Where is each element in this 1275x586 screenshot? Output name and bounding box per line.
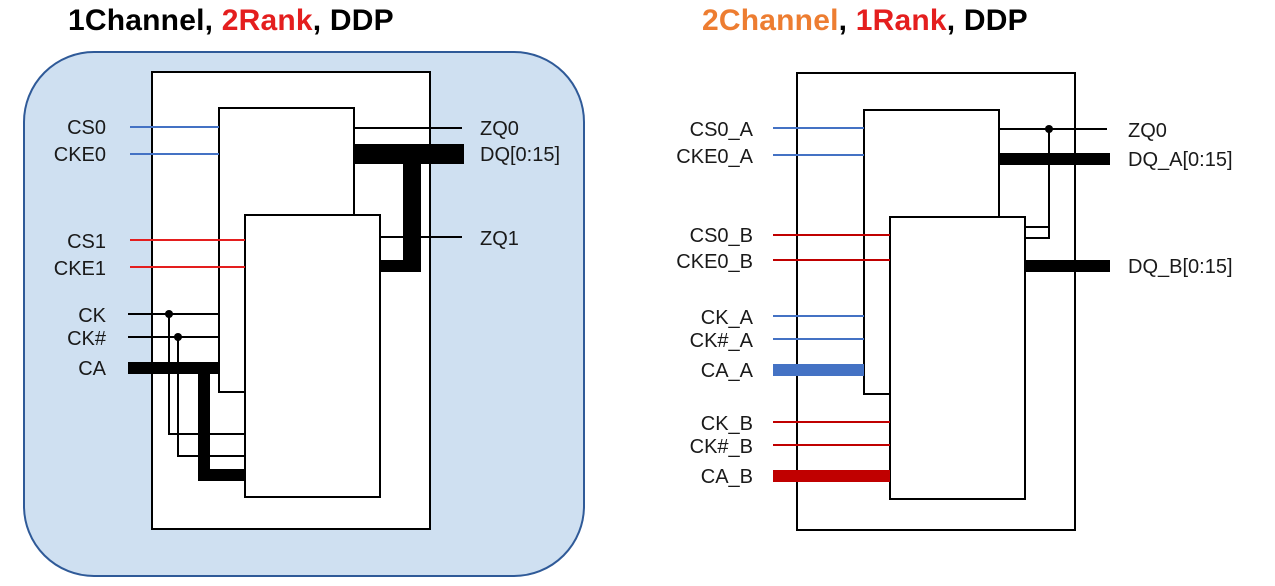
- left-label-cke1: CKE1: [54, 258, 106, 280]
- right-title-sep-2: ,: [946, 4, 964, 37]
- right-label-cke0a: CKE0_A: [676, 146, 753, 168]
- left-diagram: CS0 CKE0 CS1 CKE1 CK CK# CA ZQ0 DQ[0:15]…: [23, 51, 585, 577]
- left-label-dq: DQ[0:15]: [480, 144, 560, 166]
- right-zq-junction: [1045, 125, 1053, 133]
- left-label-zq0: ZQ0: [480, 118, 519, 140]
- left-ca-branch: [198, 368, 245, 481]
- left-ck-branch: [168, 314, 245, 435]
- right-die-channel-b: [889, 216, 1026, 500]
- left-label-zq1: ZQ1: [480, 228, 519, 250]
- right-diagram-title: 2Channel, 1Rank, DDP: [702, 4, 1028, 38]
- left-title-channel: 1Channel: [68, 4, 205, 37]
- left-title-sep-1: ,: [204, 4, 222, 37]
- right-label-ckb: CK_B: [701, 413, 753, 435]
- left-diagram-title: 1Channel, 2Rank, DDP: [68, 4, 394, 38]
- left-label-ckn: CK#: [67, 328, 107, 350]
- right-label-cs0a: CS0_A: [690, 119, 754, 141]
- right-label-cab: CA_B: [701, 466, 753, 488]
- left-label-ck: CK: [78, 305, 106, 327]
- right-label-dqa: DQ_A[0:15]: [1128, 149, 1233, 171]
- left-label-cke0: CKE0: [54, 144, 106, 166]
- right-label-ckna: CK#_A: [690, 330, 754, 352]
- right-label-caa: CA_A: [701, 360, 754, 382]
- left-title-package: DDP: [329, 4, 394, 37]
- right-title-package: DDP: [963, 4, 1028, 37]
- right-title-sep-1: ,: [838, 4, 856, 37]
- left-ckn-branch: [177, 337, 245, 457]
- right-label-cknb: CK#_B: [690, 436, 753, 458]
- right-label-cka: CK_A: [701, 307, 754, 329]
- right-title-rank: 1Rank: [855, 4, 947, 37]
- left-title-sep-2: ,: [312, 4, 330, 37]
- left-title-rank: 2Rank: [221, 4, 313, 37]
- right-title-channel: 2Channel: [702, 4, 839, 37]
- right-label-cs0b: CS0_B: [690, 225, 753, 247]
- left-label-cs0: CS0: [67, 117, 106, 139]
- right-diagram: CS0_A CKE0_A CS0_B CKE0_B CK_A CK#_A CA_…: [676, 72, 1233, 531]
- right-label-zq0: ZQ0: [1128, 120, 1167, 142]
- left-die-rank1: [244, 214, 381, 498]
- left-label-cs1: CS1: [67, 231, 106, 253]
- right-label-dqb: DQ_B[0:15]: [1128, 256, 1233, 278]
- right-label-cke0b: CKE0_B: [676, 251, 753, 273]
- left-label-ca: CA: [78, 358, 106, 380]
- right-zq-to-die-b: [1025, 227, 1050, 239]
